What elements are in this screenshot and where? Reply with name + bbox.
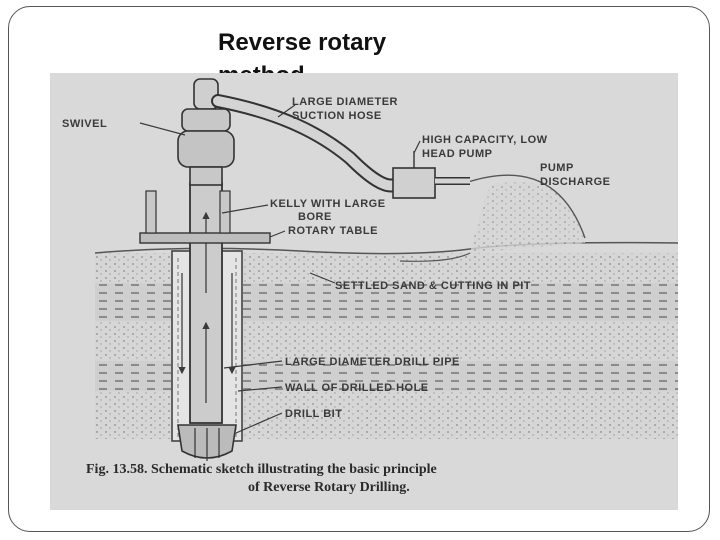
label-kelly-line2: BORE — [298, 211, 332, 223]
swivel — [178, 79, 234, 185]
label-pump-line1: HIGH CAPACITY, LOW — [422, 134, 548, 146]
label-kelly-line1: KELLY WITH LARGE — [270, 198, 386, 210]
label-hole-wall: WALL OF DRILLED HOLE — [285, 382, 429, 394]
figure-caption-line1: Fig. 13.58. Schematic sketch illustratin… — [86, 462, 437, 477]
label-drill-pipe: LARGE DIAMETER DRILL PIPE — [285, 356, 460, 368]
reverse-rotary-diagram: SWIVEL LARGE DIAMETER SUCTION HOSE HIGH … — [50, 73, 678, 510]
label-discharge-line1: PUMP — [540, 162, 574, 174]
label-suction-hose-line2: SUCTION HOSE — [292, 110, 382, 122]
label-drill-bit: DRILL BIT — [285, 408, 342, 420]
label-suction-hose-line1: LARGE DIAMETER — [292, 96, 398, 108]
label-discharge-line2: DISCHARGE — [540, 176, 611, 188]
drill-bit — [178, 425, 236, 461]
label-rotary-table: ROTARY TABLE — [288, 225, 378, 237]
figure-caption-line2: of Reverse Rotary Drilling. — [248, 480, 410, 495]
label-pump-line2: HEAD PUMP — [422, 148, 493, 160]
label-settled-sand: SETTLED SAND & CUTTING IN PIT — [335, 280, 531, 292]
label-swivel: SWIVEL — [62, 118, 107, 130]
